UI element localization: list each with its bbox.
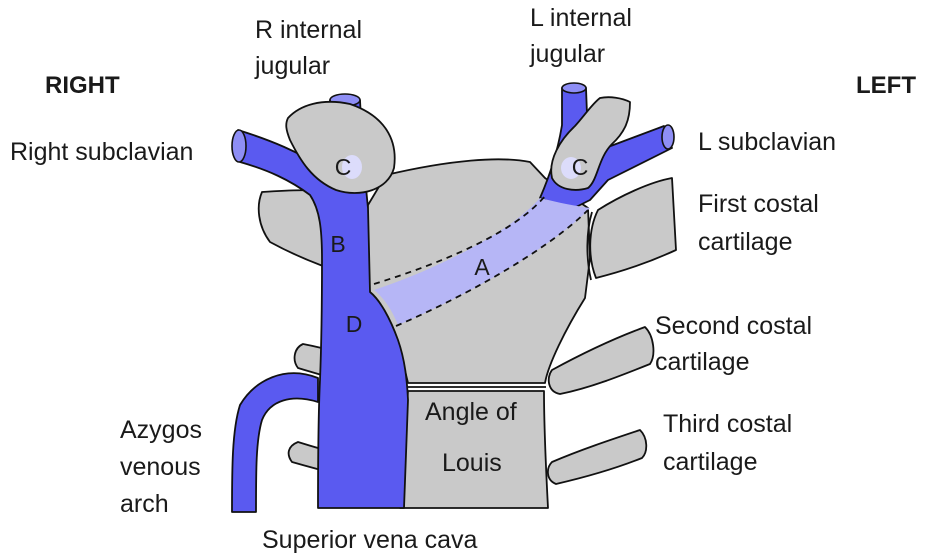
- left-side-label: LEFT: [856, 72, 916, 99]
- l-subclavian-cut-end: [662, 125, 674, 149]
- l-internal-jugular-label-line1: L internal: [530, 4, 632, 32]
- r-internal-jugular-label-line2: jugular: [254, 52, 330, 80]
- region-c-left-label: C: [572, 154, 589, 180]
- azygos-venous-arch: [232, 373, 318, 512]
- azygos-label-line1: Azygos: [120, 416, 202, 444]
- angle-of-louis-label-line1: Angle of: [425, 398, 517, 426]
- left-third-costal-cartilage: [548, 430, 646, 484]
- angle-of-louis-label-line2: Louis: [442, 449, 502, 477]
- right-subclavian-cut-end: [232, 130, 246, 162]
- left-first-costal-cartilage: [590, 178, 676, 278]
- third-costal-label-line1: Third costal: [663, 410, 792, 438]
- right-side-label: RIGHT: [45, 72, 120, 99]
- r-internal-jugular-label-line1: R internal: [255, 16, 362, 44]
- region-d-label: D: [346, 311, 363, 337]
- svc-label: Superior vena cava: [262, 526, 478, 554]
- third-costal-label-line2: cartilage: [663, 448, 758, 476]
- l-internal-jugular-label-line2: jugular: [529, 40, 605, 68]
- region-b-label: B: [330, 231, 345, 257]
- l-subclavian-label: L subclavian: [698, 128, 836, 156]
- second-costal-label-line1: Second costal: [655, 312, 812, 340]
- right-subclavian-label: Right subclavian: [10, 138, 193, 166]
- region-c-right-label: C: [335, 154, 352, 180]
- first-costal-label-line2: cartilage: [698, 228, 793, 256]
- l-internal-jugular-cut-end: [562, 83, 586, 93]
- left-second-costal-cartilage: [549, 327, 654, 394]
- azygos-label-line2: venous: [120, 453, 201, 481]
- region-a-label: A: [474, 254, 490, 280]
- first-costal-label-line1: First costal: [698, 190, 819, 218]
- second-costal-label-line2: cartilage: [655, 348, 750, 376]
- azygos-label-line3: arch: [120, 490, 169, 518]
